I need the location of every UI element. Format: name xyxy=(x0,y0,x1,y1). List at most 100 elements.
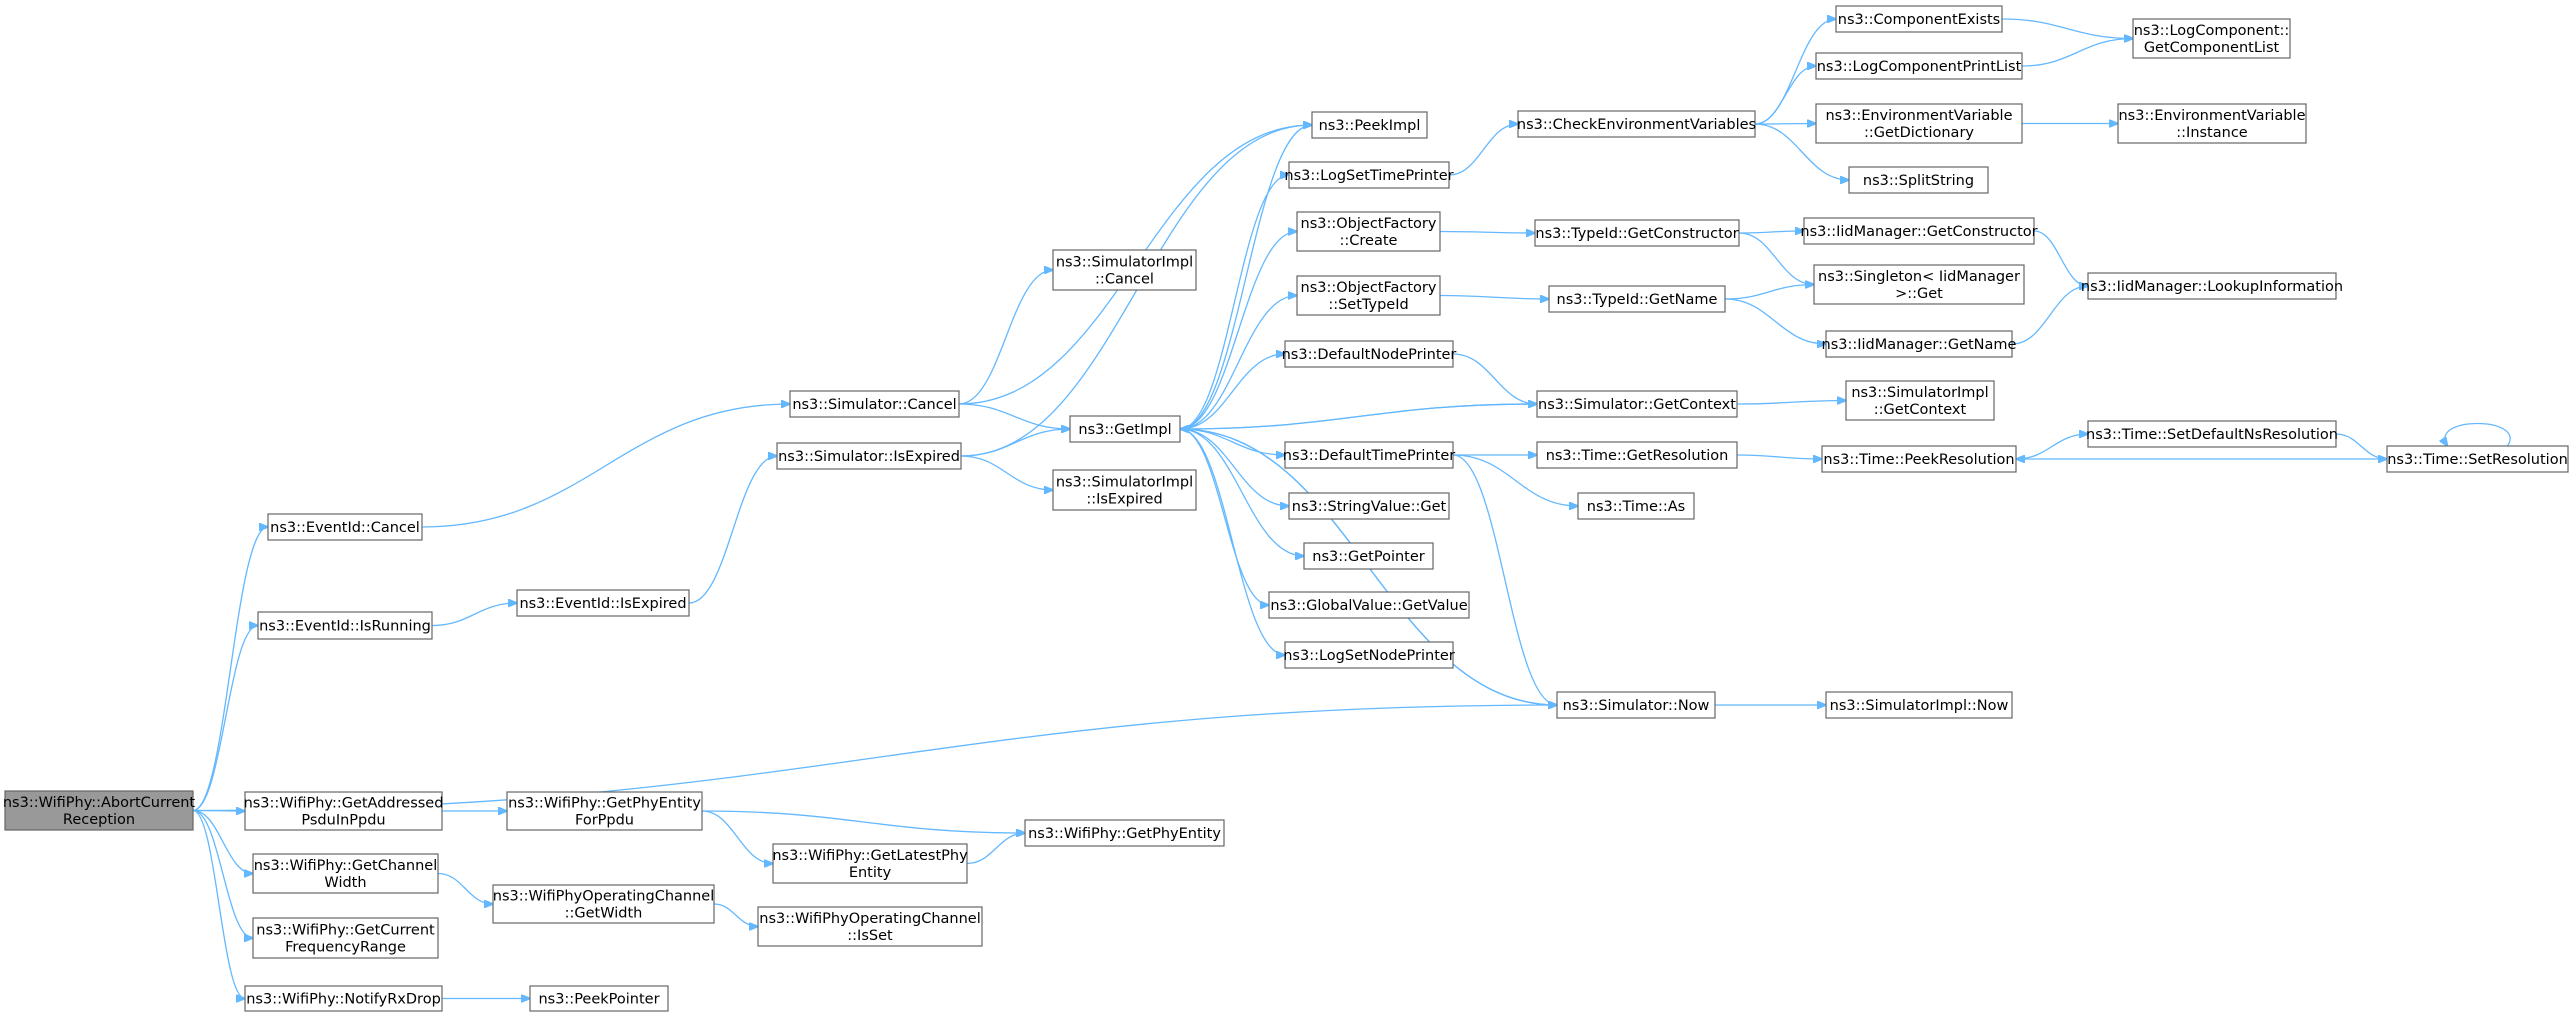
node-logcomplist[interactable]: ns3::LogComponentPrintList xyxy=(1815,52,2023,80)
node-implexpired[interactable]: ns3::SimulatorImpl::IsExpired xyxy=(1052,469,1197,511)
node-simcancel[interactable]: ns3::Simulator::Cancel xyxy=(789,390,960,418)
node-isset[interactable]: ns3::WifiPhyOperatingChannel::IsSet xyxy=(757,906,983,947)
node-implctx[interactable]: ns3::SimulatorImpl::GetContext xyxy=(1845,380,1995,421)
node-simnow[interactable]: ns3::Simulator::Now xyxy=(1556,691,1716,719)
node-box xyxy=(1821,445,2017,473)
node-compexists[interactable]: ns3::ComponentExists xyxy=(1835,5,2003,33)
edge-root-to-getfreq xyxy=(192,809,253,939)
node-peekimpl[interactable]: ns3::PeekImpl xyxy=(1311,111,1428,139)
edge-latest-to-getent xyxy=(966,833,1025,865)
node-logtime[interactable]: ns3::LogSetTimePrinter xyxy=(1284,161,1454,189)
node-label: ns3::ObjectFactory xyxy=(1301,280,1437,296)
node-box xyxy=(1303,542,1434,570)
node-setdefres[interactable]: ns3::Time::SetDefaultNsResolution xyxy=(2086,420,2338,448)
edge-timeres-to-peekres xyxy=(1736,454,1822,459)
node-box xyxy=(1536,390,1738,418)
node-label: ns3::ComponentExists xyxy=(1838,12,2001,28)
node-box xyxy=(1296,275,1441,316)
node-ofsettid[interactable]: ns3::ObjectFactory::SetTypeId xyxy=(1296,275,1441,316)
node-lookup[interactable]: ns3::IidManager::LookupInformation xyxy=(2081,272,2343,300)
edge-iidctor-to-lookup xyxy=(2033,230,2088,286)
node-label: PsduInPpdu xyxy=(301,813,385,829)
edge-checkenv-to-envdict xyxy=(1754,124,1816,125)
node-simctx[interactable]: ns3::Simulator::GetContext xyxy=(1536,390,1738,418)
node-envinst[interactable]: ns3::EnvironmentVariable::Instance xyxy=(2117,103,2307,144)
node-tidctor[interactable]: ns3::TypeId::GetConstructor xyxy=(1534,219,1740,247)
node-label: ns3::SimulatorImpl xyxy=(1056,255,1193,271)
edge-peekres-to-setdefres xyxy=(2015,434,2088,460)
edge-compexists-to-getcomplist xyxy=(2001,18,2133,39)
node-box xyxy=(2087,272,2337,300)
node-box xyxy=(252,853,439,894)
nodes-layer: ns3::WifiPhy::AbortCurrentReceptionns3::… xyxy=(3,5,2569,1012)
edge-simcancel-to-implcancel xyxy=(958,270,1053,405)
node-label: ns3::PeekPointer xyxy=(538,992,659,1008)
node-label: ns3::WifiPhy::AbortCurrent xyxy=(3,795,196,811)
node-singleton[interactable]: ns3::Singleton< IidManager>::Get xyxy=(1813,264,2025,305)
node-label: ns3::IidManager::GetName xyxy=(1822,337,2017,353)
node-getent[interactable]: ns3::WifiPhy::GetPhyEntity xyxy=(1024,819,1225,847)
node-implnow[interactable]: ns3::SimulatorImpl::Now xyxy=(1825,691,2013,719)
edge-simexpired-to-implexpired xyxy=(960,455,1053,490)
node-label: ns3::Simulator::Now xyxy=(1563,698,1710,714)
node-simexpired[interactable]: ns3::Simulator::IsExpired xyxy=(776,442,962,470)
node-implcancel[interactable]: ns3::SimulatorImpl::Cancel xyxy=(1052,249,1197,291)
node-box xyxy=(267,513,423,541)
edge-deftime-to-timeas xyxy=(1452,454,1578,506)
node-evrunning[interactable]: ns3::EventId::IsRunning xyxy=(257,611,433,640)
node-box xyxy=(1835,5,2003,33)
node-getptr[interactable]: ns3::GetPointer xyxy=(1303,542,1434,570)
node-lognode[interactable]: ns3::LogSetNodePrinter xyxy=(1283,641,1455,669)
node-split[interactable]: ns3::SplitString xyxy=(1848,166,1989,194)
node-box xyxy=(1825,330,2013,358)
node-box xyxy=(1534,219,1740,247)
node-envdict[interactable]: ns3::EnvironmentVariable::GetDictionary xyxy=(1815,103,2023,144)
edge-getimpl-to-ofsettid xyxy=(1179,296,1297,430)
node-label: ns3::EventId::Cancel xyxy=(270,520,420,536)
node-evcancel[interactable]: ns3::EventId::Cancel xyxy=(267,513,423,541)
node-box xyxy=(2386,445,2569,473)
node-label: ns3::StringValue::Get xyxy=(1292,499,1447,515)
edge-evcancel-to-simcancel xyxy=(421,404,790,528)
node-box xyxy=(776,442,962,470)
node-setres[interactable]: ns3::Time::SetResolution xyxy=(2386,445,2569,473)
node-opwidth[interactable]: ns3::WifiPhyOperatingChannel::GetWidth xyxy=(492,884,715,924)
node-deftime[interactable]: ns3::DefaultTimePrinter xyxy=(1283,441,1455,469)
node-iidname[interactable]: ns3::IidManager::GetName xyxy=(1822,330,2017,358)
edge-getimpl-to-peekimpl xyxy=(1179,125,1312,430)
node-ofcreate[interactable]: ns3::ObjectFactory::Create xyxy=(1296,211,1441,252)
node-timeres[interactable]: ns3::Time::GetResolution xyxy=(1536,441,1738,469)
node-strget[interactable]: ns3::StringValue::Get xyxy=(1288,492,1450,520)
node-gvget[interactable]: ns3::GlobalValue::GetValue xyxy=(1268,591,1470,619)
node-getimpl[interactable]: ns3::GetImpl xyxy=(1069,415,1181,443)
edge-opwidth-to-isset xyxy=(713,903,758,927)
node-defnode[interactable]: ns3::DefaultNodePrinter xyxy=(1282,340,1457,368)
node-peekptr[interactable]: ns3::PeekPointer xyxy=(529,985,669,1012)
node-timeas[interactable]: ns3::Time::As xyxy=(1577,492,1695,520)
node-evexpired[interactable]: ns3::EventId::IsExpired xyxy=(516,589,690,617)
node-notify[interactable]: ns3::WifiPhy::NotifyRxDrop xyxy=(244,985,443,1012)
node-peekres[interactable]: ns3::Time::PeekResolution xyxy=(1821,445,2017,473)
node-label: ns3::PeekImpl xyxy=(1319,118,1421,134)
node-box xyxy=(1815,103,2023,144)
node-label: ns3::TypeId::GetName xyxy=(1557,292,1718,308)
edge-simcancel-to-getimpl xyxy=(958,403,1070,429)
node-label: ns3::GetPointer xyxy=(1312,549,1425,565)
node-label: ns3::SimulatorImpl xyxy=(1056,475,1193,491)
node-tidname[interactable]: ns3::TypeId::GetName xyxy=(1548,285,1726,313)
node-label: ns3::Time::PeekResolution xyxy=(1823,452,2014,468)
node-label: ns3::EnvironmentVariable xyxy=(1825,108,2012,124)
node-iidctor[interactable]: ns3::IidManager::GetConstructor xyxy=(1800,217,2038,245)
node-checkenv[interactable]: ns3::CheckEnvironmentVariables xyxy=(1517,110,1756,138)
node-label: ns3::EventId::IsRunning xyxy=(259,619,431,635)
edge-getimpl-to-defnode xyxy=(1179,354,1285,430)
node-getcomplist[interactable]: ns3::LogComponent::GetComponentList xyxy=(2132,18,2291,59)
node-box xyxy=(1069,415,1181,443)
node-label: ns3::Time::SetResolution xyxy=(2387,452,2568,468)
